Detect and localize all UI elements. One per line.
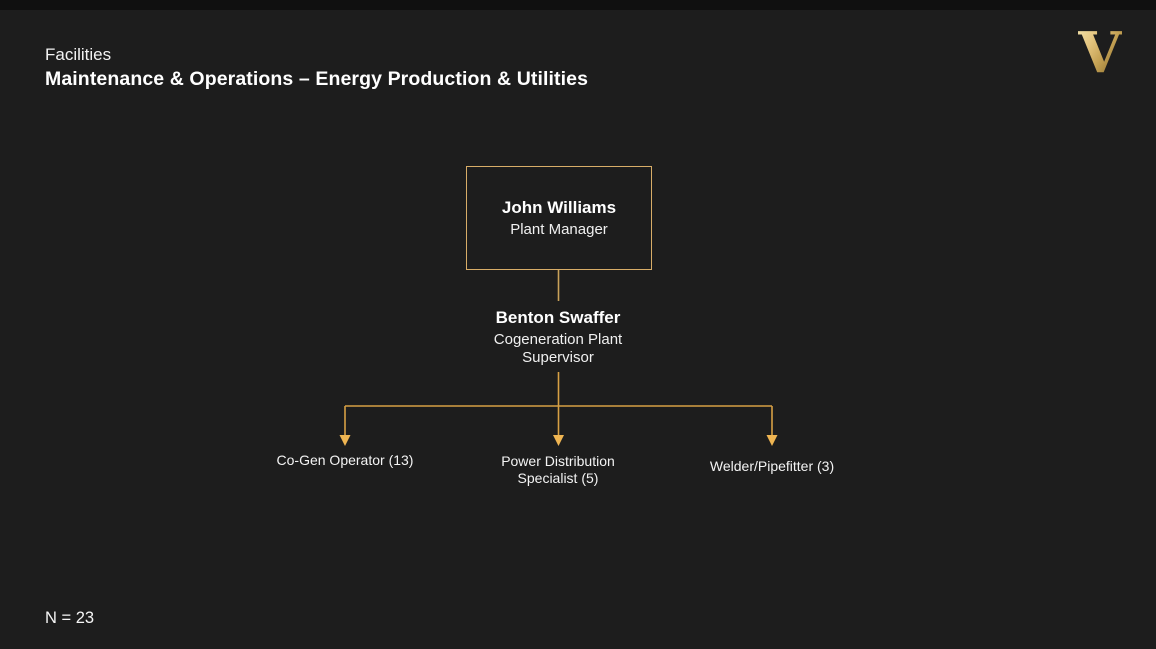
- org-leaf-welder-pipefitter: Welder/Pipefitter (3): [709, 458, 835, 474]
- v-logo-glyph: V: [1078, 20, 1122, 86]
- org-node-supervisor: Benton Swaffer Cogeneration Plant Superv…: [473, 308, 643, 367]
- top-bar: [0, 0, 1156, 10]
- arrow-down-icon: [339, 435, 351, 446]
- arrow-down-icon: [553, 435, 564, 446]
- vanderbilt-v-logo: V: [1070, 22, 1130, 84]
- org-leaf-power-distribution-specialist: Power Distribution Specialist (5): [501, 453, 615, 486]
- node-title: Plant Manager: [510, 220, 608, 238]
- headcount-label: N = 23: [45, 609, 95, 627]
- node-title: Cogeneration Plant Supervisor: [493, 331, 623, 366]
- arrow-down-icon: [766, 435, 778, 446]
- node-name: John Williams: [501, 197, 617, 217]
- org-node-plant-manager: John Williams Plant Manager: [466, 166, 652, 270]
- org-leaf-cogen-operator: Co-Gen Operator (13): [276, 452, 414, 468]
- slide-header: Facilities Maintenance & Operations – En…: [45, 44, 588, 92]
- header-eyebrow: Facilities: [45, 45, 112, 64]
- page-title: Maintenance & Operations – Energy Produc…: [45, 68, 589, 90]
- node-name: Benton Swaffer: [495, 308, 621, 327]
